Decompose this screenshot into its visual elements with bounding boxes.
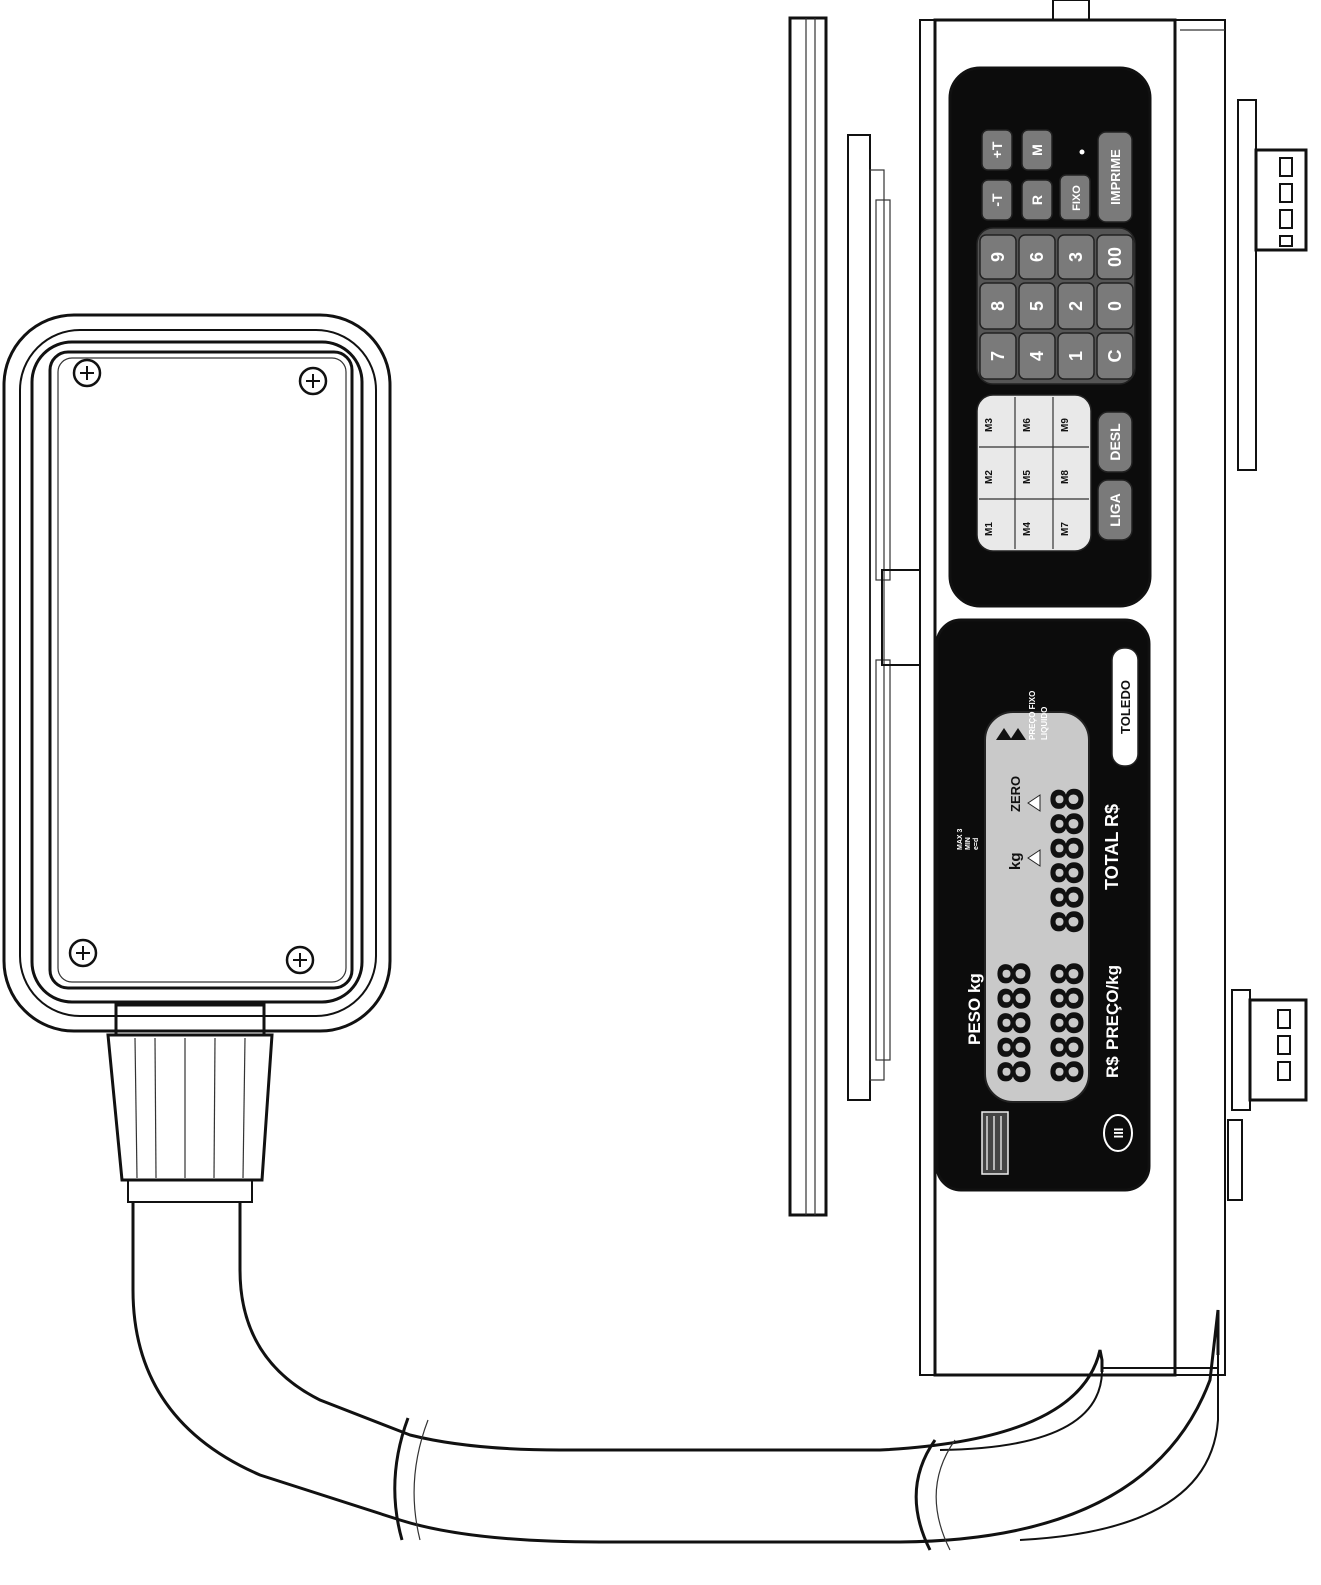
svg-text:M5: M5 [1022,470,1033,484]
svg-text:M1: M1 [984,522,995,536]
key-8[interactable]: 8 [979,282,1017,330]
svg-text:+T: +T [989,141,1005,158]
memory-keypad: M3 M6 M9 M2 M5 M8 M1 M4 M7 [976,394,1092,552]
key-1[interactable]: 1 [1057,332,1095,380]
capacity-max: MAX 3 [957,829,964,851]
key-fixed-price[interactable]: FIXO [1059,174,1091,221]
screw-top-right [298,366,328,396]
svg-text:M: M [1029,144,1045,156]
rear-connector-top [1237,99,1308,471]
arrow-indicators [996,728,1026,740]
key-power-on[interactable]: LIGA [1097,479,1133,541]
svg-text:-T: -T [989,193,1005,207]
accuracy-class-mark: III [1103,1114,1133,1152]
key-3[interactable]: 3 [1057,234,1095,280]
weighing-plate-edge [788,16,921,1217]
svg-text:DESL: DESL [1107,423,1123,461]
status-led [1079,149,1085,155]
svg-text:M6: M6 [1022,418,1033,432]
lcd-window [984,711,1090,1103]
key-2[interactable]: 2 [1057,282,1095,330]
certification-seal [981,1111,1009,1175]
key-00[interactable]: 00 [1096,234,1134,280]
key-m6[interactable]: M6 [1022,418,1033,432]
zero-indicator-icon [1027,794,1041,812]
key-m2[interactable]: M2 [984,470,995,484]
display-panel [935,618,1151,1192]
svg-text:6: 6 [1027,252,1047,262]
svg-text:TOLEDO: TOLEDO [1118,680,1133,734]
key-6[interactable]: 6 [1018,234,1056,280]
rear-connector-bottom [1227,989,1308,1201]
key-m4[interactable]: M4 [1022,522,1033,536]
platform-housing [2,313,392,1033]
cable-connector [106,1003,274,1203]
total-label: TOTAL R$ [1102,804,1122,890]
support-arm [131,1202,1220,1551]
key-recall[interactable]: R [1021,179,1053,221]
svg-text:2: 2 [1066,301,1086,311]
key-m8[interactable]: M8 [1060,470,1071,484]
total-digits: 888888 [1043,788,1094,935]
key-m5[interactable]: M5 [1022,470,1033,484]
svg-text:IMPRIME: IMPRIME [1108,149,1123,205]
key-m3[interactable]: M3 [984,418,995,432]
svg-text:M2: M2 [984,470,995,484]
svg-text:8: 8 [988,301,1008,311]
key-tare-plus[interactable]: +T [981,129,1013,171]
svg-text:M7: M7 [1060,522,1071,536]
svg-text:00: 00 [1105,247,1125,267]
scale-body [919,0,1226,1377]
weight-digits: 88888 [990,963,1041,1085]
svg-text:M9: M9 [1060,418,1071,432]
net-label: LIQUIDO [1040,707,1049,740]
key-m7[interactable]: M7 [1060,522,1071,536]
key-memory[interactable]: M [1021,129,1053,171]
svg-text:FIXO: FIXO [1071,185,1083,211]
svg-text:M8: M8 [1060,470,1071,484]
key-clear[interactable]: C [1096,332,1134,380]
svg-text:7: 7 [988,351,1008,361]
svg-text:9: 9 [988,252,1008,262]
key-0[interactable]: 0 [1096,282,1134,330]
key-tare-minus[interactable]: -T [981,179,1013,221]
key-5[interactable]: 5 [1018,282,1056,330]
currency-label: R$ [1103,1056,1122,1078]
zero-indicator-label: ZERO [1008,776,1023,812]
kg-indicator-icon [1027,849,1041,867]
svg-text:III: III [1111,1128,1126,1139]
price-label: PREÇO/kg [1103,965,1122,1050]
screw-bottom-left [68,938,98,968]
weight-label: PESO kg [965,973,984,1045]
screw-top-left [72,358,102,388]
key-m1[interactable]: M1 [984,522,995,536]
kg-indicator-label: kg [1007,852,1024,870]
numeric-keypad: 9 6 3 00 8 5 2 0 7 4 1 C [976,227,1136,385]
svg-text:C: C [1105,350,1125,363]
key-print[interactable]: IMPRIME [1097,131,1133,223]
brand-logo: TOLEDO [1111,647,1139,767]
svg-text:3: 3 [1066,252,1086,262]
svg-text:R: R [1029,195,1045,205]
capacity-e: e=d [973,838,980,850]
svg-text:LIGA: LIGA [1107,493,1123,526]
svg-text:M4: M4 [1022,522,1033,536]
screw-bottom-right [285,945,315,975]
price-digits: 88888 [1043,963,1094,1085]
key-4[interactable]: 4 [1018,332,1056,380]
fixed-price-label: PREÇO FIXO [1028,691,1037,740]
key-power-off[interactable]: DESL [1097,411,1133,473]
capacity-min: MIN [965,837,972,850]
svg-text:4: 4 [1027,351,1047,361]
svg-text:1: 1 [1066,351,1086,361]
svg-text:5: 5 [1027,301,1047,311]
key-m9[interactable]: M9 [1060,418,1071,432]
key-9[interactable]: 9 [979,234,1017,280]
svg-text:0: 0 [1105,301,1125,311]
svg-text:M3: M3 [984,418,995,432]
key-7[interactable]: 7 [979,332,1017,380]
